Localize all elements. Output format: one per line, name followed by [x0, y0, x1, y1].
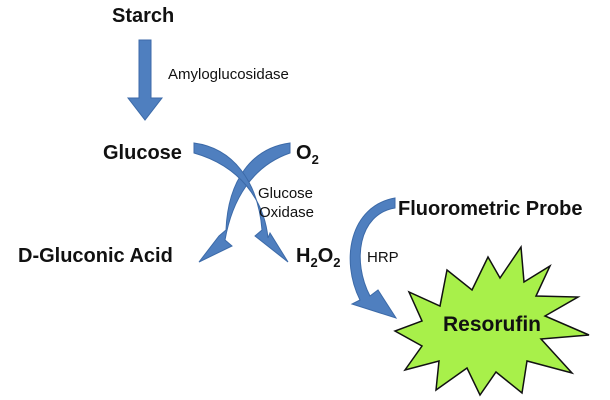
hydrogen-peroxide-label: H2O2 [296, 245, 340, 270]
glucose-oxidase-label-line2: Oxidase [259, 204, 314, 221]
hrp-label: HRP [367, 249, 399, 266]
o2-to-gluconic-arrow [198, 142, 291, 263]
resorufin-starburst [393, 244, 590, 397]
gluconic-acid-label: D-Gluconic Acid [18, 245, 173, 267]
starch-to-glucose-arrow [126, 39, 164, 121]
amyloglucosidase-label: Amyloglucosidase [168, 66, 289, 83]
fluorometric-probe-label: Fluorometric Probe [398, 198, 582, 220]
glucose-oxidase-label-line1: Glucose [258, 185, 313, 202]
probe-to-resorufin-arrow [349, 197, 398, 319]
starch-label: Starch [112, 5, 174, 27]
glucose-label: Glucose [103, 142, 182, 164]
resorufin-label: Resorufin [443, 313, 541, 336]
oxygen-label: O2 [296, 142, 319, 167]
glucose-to-peroxide-arrow [193, 142, 289, 263]
